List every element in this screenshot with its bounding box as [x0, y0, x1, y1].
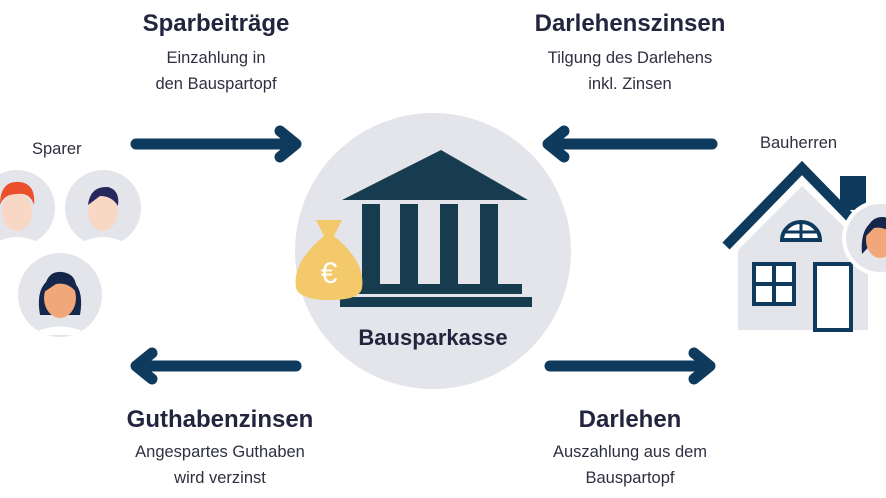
sparer-label: Sparer: [32, 140, 82, 158]
bausparkasse-label: Bausparkasse: [358, 325, 508, 350]
darlehen-line-2: Bauspartopf: [585, 469, 675, 487]
bauherren-label: Bauherren: [760, 134, 838, 152]
sparbeitraege-description: Einzahlung in den Bauspartopf: [86, 45, 346, 97]
sparbeitraege-title: Sparbeiträge: [142, 10, 290, 37]
sparbeitraege-line-1: Einzahlung in: [166, 49, 266, 67]
guthabenzinsen-title: Guthabenzinsen: [126, 406, 314, 433]
bausparkasse-circle: [295, 113, 571, 389]
sparbeitraege-line-2: den Bauspartopf: [155, 75, 277, 93]
arrow-right-bottom: [544, 347, 716, 385]
darlehen-description: Auszahlung aus dem Bauspartopf: [500, 439, 760, 491]
darlehenszinsen-title: Darlehenszinsen: [534, 10, 726, 37]
arrow-right-top: [130, 125, 302, 163]
avatar-saver-3: [18, 253, 102, 337]
darlehenszinsen-line-1: Tilgung des Darlehens: [547, 49, 713, 67]
money-bag-icon: €: [295, 220, 363, 300]
guthabenzinsen-line-2: wird verzinst: [174, 469, 266, 487]
arrow-left-bottom: [130, 347, 302, 385]
euro-symbol: €: [321, 257, 338, 290]
darlehenszinsen-line-2: inkl. Zinsen: [588, 75, 672, 93]
avatar-bauherr: [842, 200, 886, 276]
arrow-left-top: [542, 125, 718, 163]
avatar-saver-2: [65, 170, 141, 246]
bank-icon: [340, 150, 532, 307]
darlehen-title: Darlehen: [578, 406, 682, 433]
darlehenszinsen-description: Tilgung des Darlehens inkl. Zinsen: [500, 45, 760, 97]
darlehen-line-1: Auszahlung aus dem: [552, 443, 708, 461]
guthabenzinsen-description: Angespartes Guthaben wird verzinst: [90, 439, 350, 491]
guthabenzinsen-line-1: Angespartes Guthaben: [135, 443, 305, 461]
avatar-saver-1: [0, 170, 55, 246]
